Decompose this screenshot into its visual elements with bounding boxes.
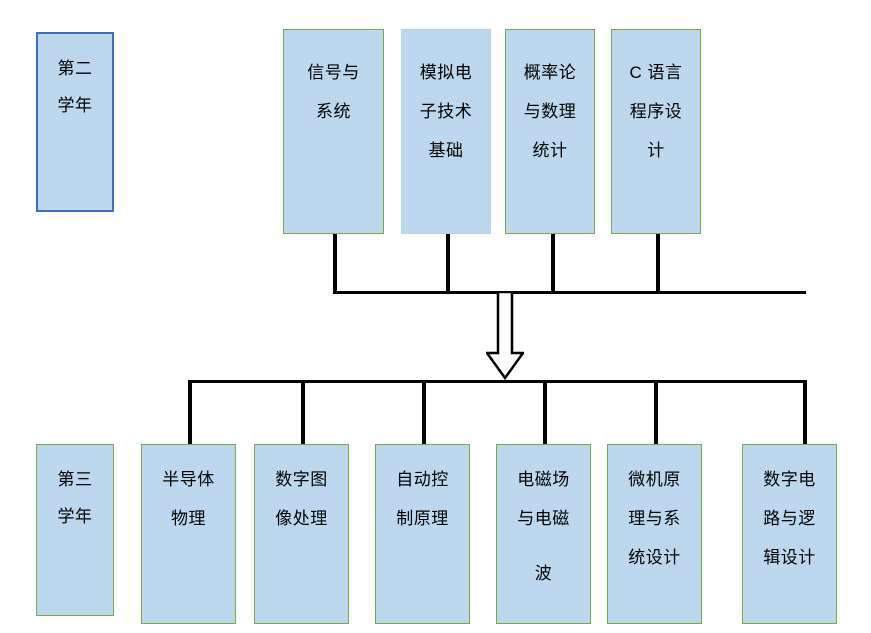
course-automatic-control-theory-line-2: 制原理 (396, 509, 449, 528)
course-digital-circuits-logic-line-2: 路与逻 (763, 509, 816, 528)
course-probability-statistics-line-1: 概率论 (523, 63, 577, 82)
drop-line-analog-electronics (446, 234, 450, 292)
course-microcomputer-principles-line-2: 理与系 (628, 509, 681, 528)
course-semiconductor-physics-line-2: 物理 (171, 509, 206, 528)
course-electromagnetic-fields-waves-line-2: 与电磁 (517, 509, 570, 528)
course-analog-electronics-line-2: 子技术 (419, 102, 473, 121)
course-electromagnetic-fields-waves: 电磁场与电磁波 (496, 444, 591, 624)
course-microcomputer-principles-line-3: 统设计 (628, 548, 681, 567)
course-digital-circuits-logic-line-3: 辑设计 (763, 548, 816, 567)
year-three-label-line-2: 学年 (57, 507, 93, 526)
drop-line-signals-and-systems (333, 234, 337, 292)
riser-line-electromagnetic-fields-waves (543, 380, 547, 444)
year-two-label-line-1: 第二 (57, 59, 93, 78)
riser-line-semiconductor-physics (188, 380, 192, 444)
course-analog-electronics-line-3: 基础 (428, 141, 464, 160)
course-digital-image-processing: 数字图像处理 (254, 444, 349, 624)
bottom-connector-bus (188, 380, 806, 383)
course-c-programming-line-3: 计 (647, 141, 665, 160)
course-semiconductor-physics-line-1: 半导体 (162, 470, 215, 489)
year-three-label-line-1: 第三 (57, 470, 93, 489)
course-analog-electronics-line-1: 模拟电 (419, 63, 473, 82)
course-electromagnetic-fields-waves-line-3: 波 (534, 564, 553, 583)
course-semiconductor-physics: 半导体物理 (141, 444, 236, 624)
drop-line-c-programming (656, 234, 660, 292)
year-two-label-line-2: 学年 (57, 96, 93, 115)
year-two-label: 第二学年 (36, 32, 114, 212)
course-c-programming-line-1: C 语言 (629, 63, 683, 82)
course-microcomputer-principles: 微机原理与系统设计 (607, 444, 702, 624)
course-digital-circuits-logic-line-1: 数字电 (763, 470, 816, 489)
course-c-programming-line-2: 程序设 (629, 102, 683, 121)
course-digital-circuits-logic: 数字电路与逻辑设计 (742, 444, 837, 624)
year-three-label: 第三学年 (36, 444, 114, 616)
drop-line-probability-statistics (551, 234, 555, 292)
course-probability-statistics-line-2: 与数理 (523, 102, 577, 121)
course-digital-image-processing-line-2: 像处理 (275, 509, 328, 528)
top-connector-bus (333, 291, 806, 294)
course-digital-image-processing-line-1: 数字图 (275, 470, 328, 489)
course-electromagnetic-fields-waves-line-1: 电磁场 (517, 470, 570, 489)
course-automatic-control-theory-line-1: 自动控 (396, 470, 449, 489)
course-signals-and-systems-line-2: 系统 (316, 102, 351, 121)
course-microcomputer-principles-line-1: 微机原 (628, 470, 681, 489)
course-signals-and-systems-line-1: 信号与 (307, 63, 360, 82)
down-arrow (486, 291, 524, 380)
riser-line-digital-image-processing (301, 380, 305, 444)
riser-line-automatic-control-theory (422, 380, 426, 444)
course-automatic-control-theory: 自动控制原理 (375, 444, 470, 624)
course-probability-statistics: 概率论与数理统计 (505, 29, 595, 234)
course-analog-electronics: 模拟电子技术基础 (401, 29, 491, 234)
course-signals-and-systems: 信号与系统 (283, 29, 384, 234)
course-c-programming: C 语言程序设计 (611, 29, 701, 234)
riser-line-digital-circuits-logic (803, 380, 807, 444)
course-probability-statistics-line-3: 统计 (532, 141, 568, 160)
riser-line-microcomputer-principles (654, 380, 658, 444)
